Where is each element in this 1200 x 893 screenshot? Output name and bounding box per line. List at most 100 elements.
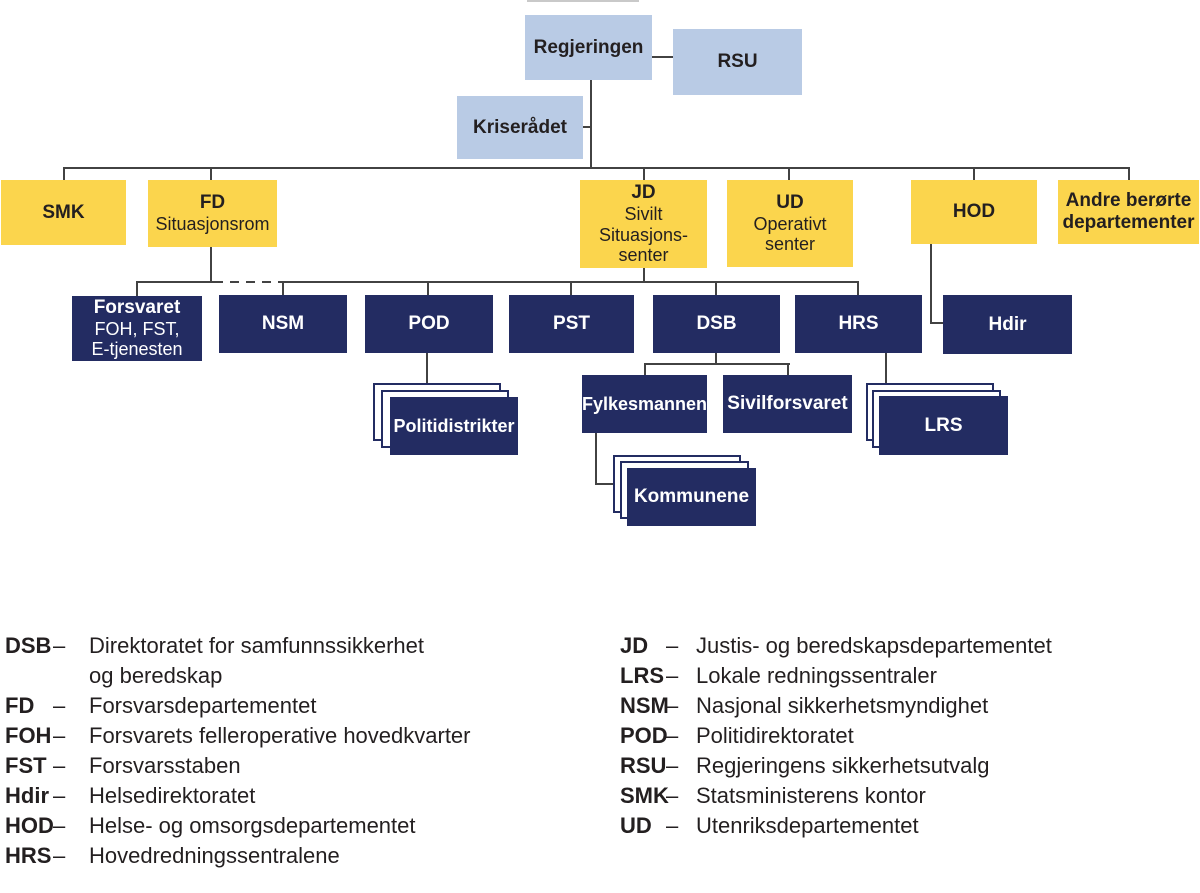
legend-definition: Utenriksdepartementet	[696, 813, 919, 838]
node-label: Hdir	[988, 313, 1027, 335]
legend-dash: –	[53, 633, 66, 658]
legend-dash: –	[53, 753, 66, 778]
connector-line	[527, 0, 639, 2]
connector-line	[652, 56, 673, 58]
connector-line	[136, 281, 214, 283]
node-smk: SMK	[1, 180, 126, 245]
node-pst: PST	[509, 295, 634, 353]
node-label: HRS	[838, 313, 879, 335]
node-label: Fylkesmannen	[581, 393, 708, 414]
node-label: Politidistrikter	[393, 415, 515, 436]
node-hdir: Hdir	[943, 295, 1072, 354]
connector-line	[643, 167, 645, 181]
legend-abbr: RSU	[620, 753, 667, 778]
legend-row-fst: FST – Forsvarsstaben	[5, 751, 605, 781]
connector-line	[1128, 167, 1130, 181]
node-hrs: HRS	[795, 295, 922, 353]
legend-right-column: JD – Justis- og beredskapsdepartementet …	[620, 631, 1195, 841]
legend-abbr: FD	[5, 693, 35, 718]
connector-line	[63, 167, 1130, 169]
node-fd: FD Situasjonsrom	[148, 180, 277, 247]
node-subtitle: FOH, FST, E-tjenesten	[91, 318, 183, 360]
node-label: Kommunene	[633, 486, 750, 508]
node-label: DSB	[696, 313, 737, 335]
connector-line	[282, 281, 284, 296]
node-subtitle: Situasjonsrom	[155, 214, 270, 235]
connector-line	[280, 281, 859, 283]
node-label: SMK	[42, 201, 85, 223]
connector-line	[644, 363, 646, 376]
node-title: Forsvaret	[93, 297, 181, 319]
connector-line	[570, 281, 572, 296]
legend-row-hod: HOD – Helse- og omsorgsdepartementet	[5, 811, 605, 841]
legend-dash: –	[666, 633, 679, 658]
legend-abbr: UD	[620, 813, 652, 838]
node-kriseradet: Kriserådet	[457, 96, 583, 159]
legend-row-nsm: NSM – Nasjonal sikkerhetsmyndighet	[620, 691, 1195, 721]
legend-definition: Forsvarets felleroperative hovedkvarter	[89, 723, 471, 748]
connector-line	[885, 353, 887, 384]
legend-row-lrs: LRS – Lokale redningssentraler	[620, 661, 1195, 691]
legend-definition: Nasjonal sikkerhetsmyndighet	[696, 693, 989, 718]
legend-row-smk: SMK – Statsministerens kontor	[620, 781, 1195, 811]
legend-definition: Regjeringens sikkerhetsutvalg	[696, 753, 990, 778]
node-title: JD	[631, 182, 656, 204]
legend-row-hdir: Hdir – Helsedirektoratet	[5, 781, 605, 811]
node-fylkesmannen: Fylkesmannen	[582, 375, 707, 433]
node-regjeringen: Regjeringen	[525, 15, 652, 80]
legend-definition: Helsedirektoratet	[89, 783, 256, 808]
node-label: Regjeringen	[533, 36, 644, 58]
connector-line	[426, 353, 428, 384]
legend-abbr: JD	[620, 633, 649, 658]
legend-left-column: DSB – Direktoratet for samfunnssikkerhet…	[5, 631, 605, 871]
dashed-connector-line	[214, 281, 280, 283]
legend-dash: –	[666, 723, 679, 748]
connector-line	[427, 281, 429, 296]
node-label: POD	[408, 313, 450, 335]
node-politidistrikter: Politidistrikter	[390, 397, 518, 455]
legend-row-foh: FOH – Forsvarets felleroperative hovedkv…	[5, 721, 605, 751]
legend-abbr: POD	[620, 723, 668, 748]
node-hod: HOD	[911, 180, 1037, 244]
connector-line	[715, 281, 717, 296]
legend-dash: –	[53, 813, 66, 838]
legend-row-rsu: RSU – Regjeringens sikkerhetsutvalg	[620, 751, 1195, 781]
node-title: UD	[776, 192, 804, 214]
legend-definition: Statsministerens kontor	[696, 783, 926, 808]
legend-dash: –	[666, 753, 679, 778]
legend-abbr: SMK	[620, 783, 669, 808]
connector-line	[643, 267, 645, 282]
connector-line	[595, 483, 614, 485]
connector-line	[930, 322, 944, 324]
legend-abbr: HRS	[5, 843, 52, 868]
legend-dash: –	[666, 693, 679, 718]
node-label: Sivilforsvaret	[727, 393, 848, 415]
connector-line	[857, 281, 859, 296]
legend-row-fd: FD – Forsvarsdepartementet	[5, 691, 605, 721]
connector-line	[715, 353, 717, 365]
node-ud: UD Operativt senter	[727, 180, 853, 267]
legend-dash: –	[53, 693, 66, 718]
connector-line	[930, 244, 932, 324]
legend-abbr: FOH	[5, 723, 52, 748]
node-sivilforsvaret: Sivilforsvaret	[723, 375, 852, 433]
connector-line	[590, 80, 592, 168]
node-rsu: RSU	[673, 29, 802, 95]
node-label: PST	[553, 313, 590, 335]
legend-row-hrs: HRS – Hovedredningssentralene	[5, 841, 605, 871]
connector-line	[210, 246, 212, 283]
node-label: Kriserådet	[473, 116, 567, 138]
legend-definition: Forsvarsdepartementet	[89, 693, 317, 718]
node-kommunene: Kommunene	[627, 468, 756, 526]
connector-line	[583, 126, 592, 128]
legend-abbr: HOD	[5, 813, 54, 838]
legend-dash: –	[53, 723, 66, 748]
legend-dash: –	[53, 783, 66, 808]
legend-definition: Hovedredningssentralene	[89, 843, 340, 868]
legend-row-dsb: DSB – Direktoratet for samfunnssikkerhet…	[5, 631, 605, 691]
node-pod: POD	[365, 295, 493, 353]
node-andre-berorte-departementer: Andre berørte departementer	[1058, 180, 1199, 244]
node-jd: JD Sivilt Situasjons- senter	[580, 180, 707, 268]
connector-line	[973, 167, 975, 181]
